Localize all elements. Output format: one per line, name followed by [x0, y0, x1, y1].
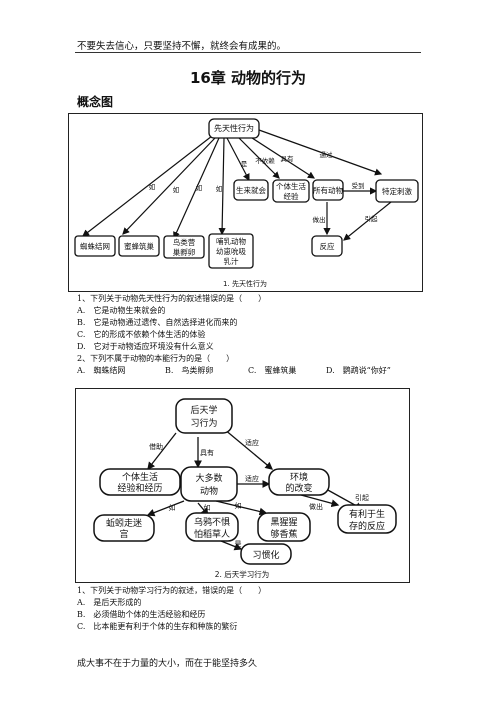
question-2-stem: 2、下列不属于动物的本能行为的是（ ） [77, 354, 235, 363]
question-2-option-d: D. 鹦鹉说“你好” [326, 366, 391, 375]
question-3-option-c: C. 比本能更有利于个体的生存和种族的繁衍 [77, 622, 238, 631]
figure2-caption: 2. 后天学习行为 [215, 569, 270, 579]
concept-map-learned-svg: 后天学 习行为 个体生活 经验和经历 大多数 动物 环境 的改变 有利于生 存的… [93, 398, 397, 579]
node-environment-line1: 环境 [290, 471, 308, 483]
node-crow-line1: 乌鸦不惧 [194, 516, 230, 528]
edge-label-cause: 引起 [365, 214, 379, 223]
node-all-animals: 所有动物 [313, 185, 343, 195]
question-1-option-d: D. 它对于动物适应环境没有什么意义 [77, 342, 214, 351]
node-mammal-line2: 幼崽吮吸 [216, 246, 246, 256]
concept-map-innate-behavior: 先天性行为 生来就会 个体生活 经验 所有动物 特定刺激 反应 蜘蛛结网 蜜蜂筑… [68, 113, 423, 292]
node-experience-line1: 个体生活 [122, 471, 158, 483]
node-habituation: 习惯化 [252, 549, 279, 561]
figure1-caption: 1. 先天性行为 [223, 279, 267, 288]
edge-label-like-3: 如 [235, 501, 242, 510]
edge-label-like-2: 如 [173, 185, 180, 194]
question-3-option-a: A. 是后天形成的 [77, 598, 142, 607]
node-individual-line1: 个体生活 [276, 181, 306, 191]
node-environment-line2: 的改变 [285, 482, 312, 494]
node-specific-stimulus: 特定刺激 [382, 186, 412, 196]
edge-label-is: 是 [235, 540, 242, 548]
question-3-stem: 1、下列关于动物学习行为的叙述，错误的是（ ） [77, 586, 267, 595]
edge-label-adapt: 适应 [245, 438, 259, 447]
edge-label-like-3: 如 [196, 183, 203, 192]
node-chimp-line1: 黑猩猩 [270, 517, 297, 528]
node-crow-line2: 怕稻草人 [194, 528, 230, 540]
edge-label-is: 是 [241, 160, 248, 168]
question-2-option-c: C. 蜜蜂筑巢 [248, 366, 297, 375]
node-benefit-line2: 存的反应 [349, 520, 385, 532]
edge-label-cause: 引起 [355, 493, 369, 502]
node-bird-line1: 鸟类营 [173, 237, 196, 247]
node-worm-line1: 蚯蚓走迷 [106, 517, 142, 529]
node-bird-line2: 巢孵卵 [173, 247, 196, 257]
node-innate-behavior: 先天性行为 [214, 123, 254, 133]
node-experience-line2: 经验和经历 [117, 482, 162, 494]
node-individual-line2: 经验 [284, 191, 299, 201]
edge-label-through: 通过 [320, 150, 334, 159]
question-1-option-b: B. 它是动物通过遗传、自然选择进化而来的 [77, 318, 238, 327]
node-learned-line1: 后天学 [190, 404, 217, 416]
node-bee-nest: 蜜蜂筑巢 [124, 241, 154, 251]
header-motto: 不要失去信心，只要坚持不懈，就终会有成果的。 [77, 41, 287, 52]
node-most-animals-line2: 动物 [200, 485, 218, 497]
edge-label-like-4: 如 [216, 184, 223, 193]
edge-label-make: 做出 [313, 215, 326, 224]
chapter-title: 16章 动物的行为 [189, 69, 307, 87]
concept-map-innate-svg: 先天性行为 生来就会 个体生活 经验 所有动物 特定刺激 反应 蜘蛛结网 蜜蜂筑… [74, 118, 419, 288]
node-mammal-line1: 哺乳动物 [216, 236, 246, 246]
header-divider [75, 52, 421, 53]
question-2-option-a: A. 蜘蛛结网 [77, 366, 126, 375]
question-2-option-b: B. 鸟类孵卵 [165, 366, 214, 375]
question-1-option-c: C. 它的形成不依赖个体生活的体验 [77, 330, 206, 339]
edge-label-borrow: 借助 [149, 442, 163, 451]
question-1-option-a: A. 它是动物生来就会的 [77, 306, 166, 315]
edge-label-make: 做出 [309, 502, 323, 511]
node-most-animals-line1: 大多数 [195, 472, 222, 484]
edge-label-like-2: 如 [204, 503, 211, 512]
edge-label-like-1: 如 [169, 503, 176, 512]
section-title: 概念图 [77, 95, 114, 109]
edge-label-has: 具有 [281, 154, 295, 163]
node-spider-web: 蜘蛛结网 [80, 241, 110, 251]
concept-map-learned-behavior: 后天学 习行为 个体生活 经验和经历 大多数 动物 环境 的改变 有利于生 存的… [75, 388, 410, 583]
question-1-stem: 1、下列关于动物先天性行为的叙述错误的是（ ） [77, 294, 267, 303]
edge-label-has: 具有 [200, 448, 214, 457]
node-reaction: 反应 [320, 241, 335, 251]
footer-motto: 成大事不在于力量的大小，而在于能坚持多久 [77, 659, 258, 669]
question-3-option-b: B. 必须借助个体的生活经验和经历 [77, 610, 206, 619]
edge-label-like-1: 如 [149, 182, 156, 191]
node-benefit-line1: 有利于生 [349, 508, 385, 520]
node-mammal-line3: 乳汁 [224, 256, 239, 266]
edge-label-adapt-2: 适应 [245, 474, 259, 483]
node-learned-line2: 习行为 [190, 417, 217, 429]
node-worm-line2: 宫 [119, 528, 128, 540]
edge-label-not-depend: 不依赖 [255, 156, 275, 165]
edge-label-receive: 受到 [352, 181, 365, 190]
node-chimp-line2: 够香蕉 [270, 528, 297, 540]
node-born: 生来就会 [236, 185, 266, 195]
